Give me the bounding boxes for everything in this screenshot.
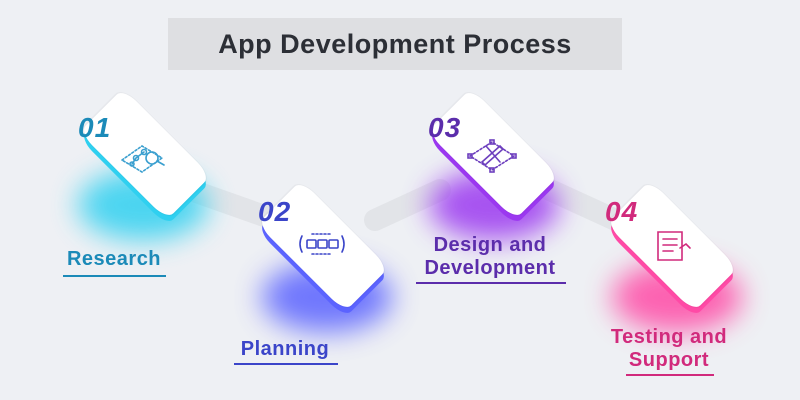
testing-label-line-1: Testing and xyxy=(610,326,728,348)
research-label-line: Research xyxy=(66,248,162,270)
planning-underline xyxy=(234,363,338,365)
title-banner: App Development Process xyxy=(168,18,622,70)
research-magnifier-icon xyxy=(120,145,165,173)
planning-label-line: Planning xyxy=(240,338,330,360)
design-underline xyxy=(416,282,566,284)
design-label-line-2: Development xyxy=(424,257,556,279)
testing-underline xyxy=(626,374,714,376)
testing-checklist-icon xyxy=(657,231,691,261)
research-underline xyxy=(63,275,166,277)
step-label-research: Research xyxy=(60,248,168,271)
step-number-01: 01 xyxy=(78,112,112,143)
planning-flow-icon xyxy=(299,233,345,255)
step-number-02: 02 xyxy=(258,196,292,227)
step-label-design: Design and Development xyxy=(410,234,570,280)
design-pencil-ruler-icon xyxy=(467,139,517,173)
page-title: App Development Process xyxy=(218,28,572,59)
step-label-testing: Testing and Support xyxy=(596,326,742,372)
step-number-04: 04 xyxy=(605,196,639,227)
design-label-line-1: Design and xyxy=(433,234,547,256)
connector-3-4 xyxy=(539,179,631,233)
step-number-03: 03 xyxy=(428,112,462,143)
connector-2-3 xyxy=(364,179,451,231)
step-label-planning: Planning xyxy=(230,338,340,361)
testing-label-line-2: Support xyxy=(628,349,710,371)
